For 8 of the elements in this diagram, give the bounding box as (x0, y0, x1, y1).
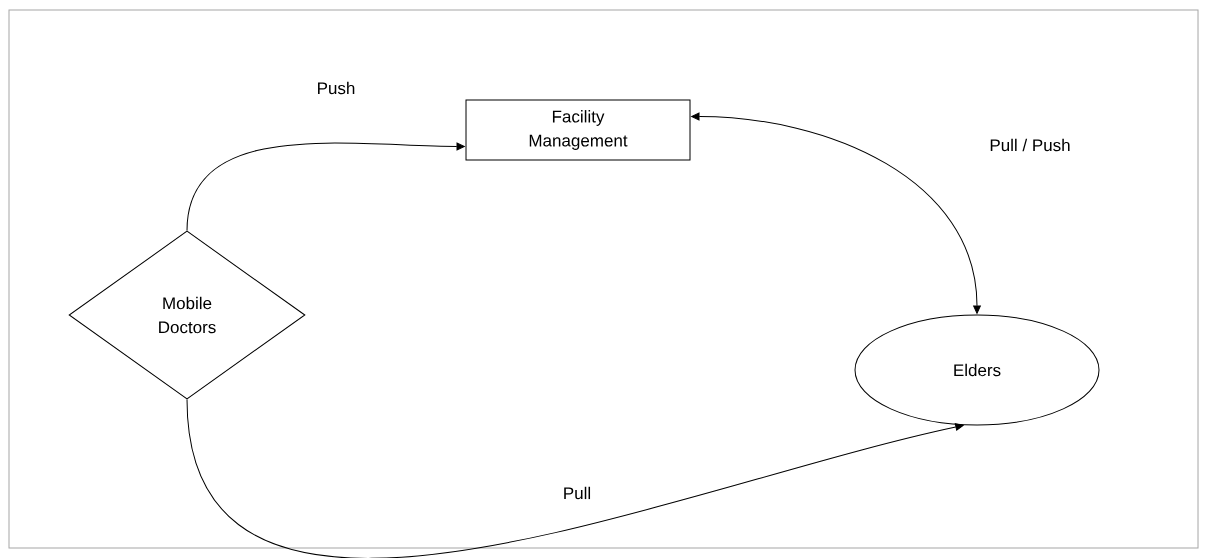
process-box: Facility Management (465, 99, 691, 161)
arrow (691, 112, 981, 314)
edge-label: Pull / Push (987, 136, 1073, 154)
arrow (186, 142, 465, 231)
ellipse-node: Elders (854, 314, 1100, 426)
edge-label: Pull (560, 484, 594, 502)
arrow (186, 399, 964, 558)
edge-label: Push (314, 79, 358, 97)
